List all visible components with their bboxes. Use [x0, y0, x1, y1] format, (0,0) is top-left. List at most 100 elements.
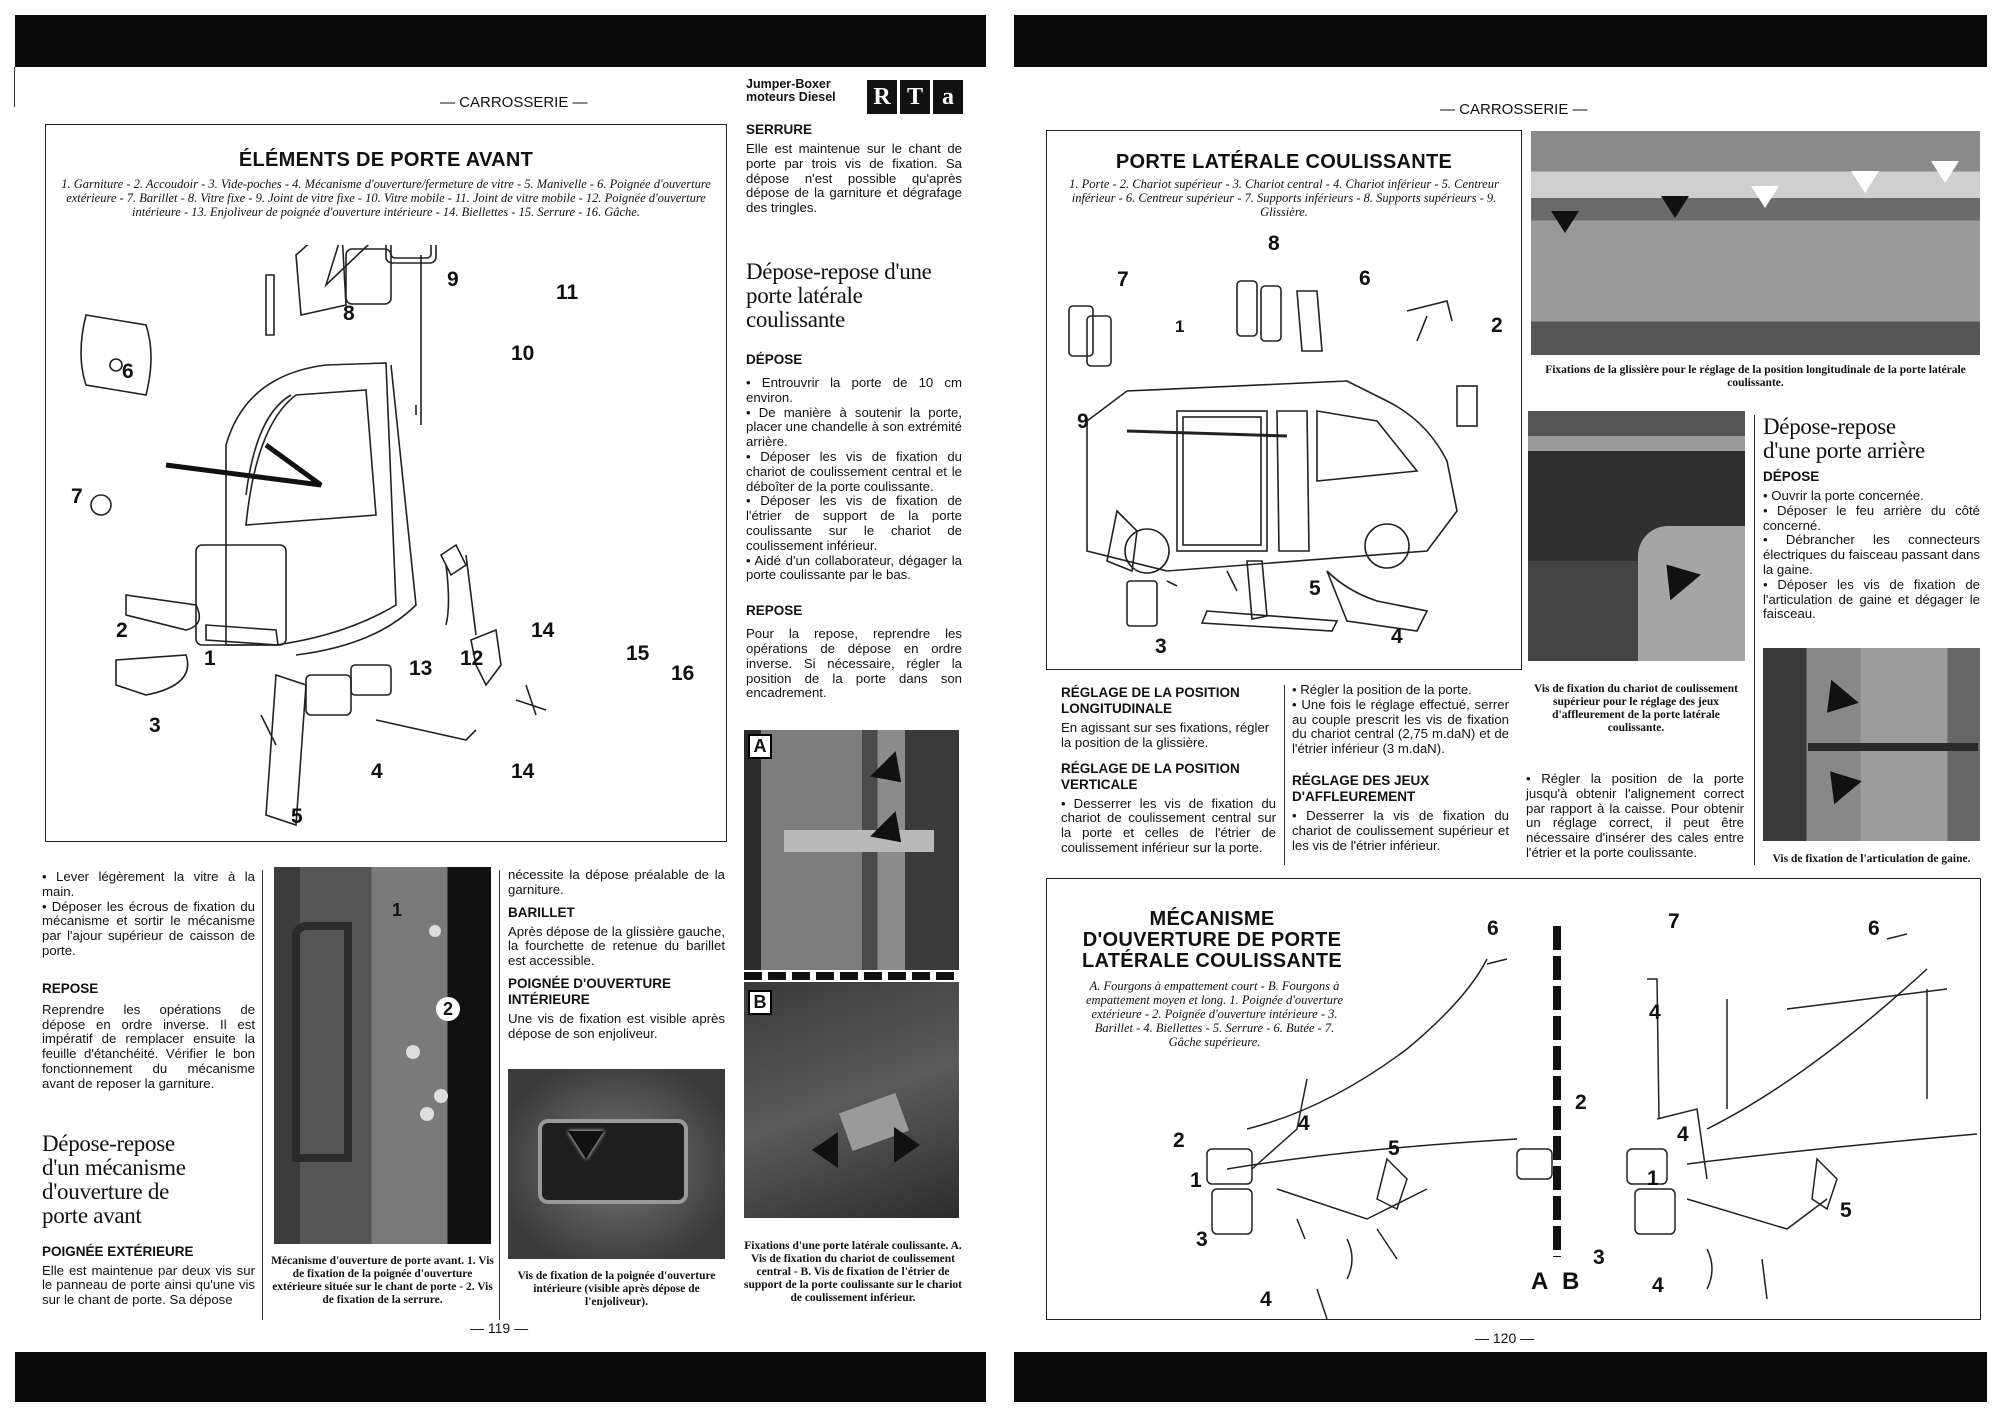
poignee-interieure-text: Une vis de fixation est visible après dé… [508, 1010, 725, 1041]
photo-chariot-caption: Vis de fixation du chariot de coulisseme… [1533, 683, 1739, 734]
callout-number: 5 [1840, 1199, 1852, 1222]
heading-depose: DÉPOSE [746, 351, 803, 367]
photo-rail-fixings [1531, 131, 1980, 355]
callout-number: 5 [1309, 577, 1321, 600]
callout-number: 14 [531, 619, 555, 642]
figure-title: MÉCANISME D'OUVERTURE DE PORTE LATÉRALE … [1081, 908, 1343, 972]
figure-sliding-door: PORTE LATÉRALE COULISSANTE 1. Porte - 2.… [1046, 130, 1522, 670]
callout-number: 4 [1677, 1123, 1689, 1146]
callout-number: 16 [671, 662, 695, 685]
figure-front-door-elements: ÉLÉMENTS DE PORTE AVANT 1. Garniture - 2… [45, 124, 727, 842]
callout-number: 7 [71, 485, 83, 508]
arrow-icon [1816, 759, 1862, 805]
callout-number: 6 [1359, 267, 1371, 290]
reglage-step: • Régler la position de la porte. [1292, 682, 1472, 697]
model-label: Jumper-Boxer moteurs Diesel [746, 78, 836, 104]
depose-step: • Déposer les vis de fixation du chariot… [746, 448, 962, 494]
depose-step: • Ouvrir la porte concernée. [1763, 488, 1924, 503]
logo-letter: T [900, 80, 930, 114]
depose-step: • Déposer le feu arrière du côté concern… [1763, 502, 1980, 533]
callout-number: 9 [447, 268, 459, 291]
arrow-icon [1931, 161, 1959, 183]
poignee-text: Elle est maintenue par deux vis sur le p… [42, 1262, 255, 1308]
photo-rail-caption: Fixations de la glissière pour le réglag… [1545, 364, 1966, 389]
depose-step: • Déposer les vis de fixation de l'artic… [1763, 576, 1980, 622]
callout-number: 3 [1196, 1228, 1208, 1251]
page-number: — 119 — [470, 1320, 529, 1336]
reglage-step: • Une fois le réglage effectué, serrer a… [1292, 696, 1509, 757]
section-header: — CARROSSERIE — [1440, 101, 1588, 118]
reglage-column-3: • Régler la position de la porte jusqu'à… [1526, 771, 1744, 861]
callout-number: 3 [1593, 1246, 1605, 1269]
continued-text: nécessite la dépose préalable de la garn… [508, 867, 725, 897]
heading-depose: DÉPOSE [1763, 469, 1820, 484]
figure-legend: 1. Garniture - 2. Accoudoir - 3. Vide-po… [61, 177, 711, 219]
top-black-band-right [1014, 15, 1987, 67]
heading-sliding-door: Dépose-repose d'une porte latérale couli… [746, 258, 932, 332]
bottom-black-band-right [1014, 1352, 1987, 1402]
callout-number: 4 [1391, 625, 1403, 648]
figure-title: ÉLÉMENTS DE PORTE AVANT [238, 149, 534, 171]
heading-repose: REPOSE [746, 603, 803, 619]
arrow-icon [894, 1127, 920, 1163]
callout-number: 11 [556, 281, 579, 304]
callout-number: 4 [1649, 1001, 1661, 1024]
callout-number: 2 [1491, 314, 1503, 337]
model-line-2: moteurs Diesel [746, 90, 836, 104]
depose-step: • Aidé d'un collaborateur, dégager la po… [746, 552, 962, 583]
photo-mechanism-caption: Mécanisme d'ouverture de porte avant. 1.… [271, 1255, 494, 1306]
figure-legend: 1. Porte - 2. Chariot supérieur - 3. Cha… [1069, 177, 1499, 219]
callout-number: 2 [436, 997, 460, 1021]
photo-gaine-caption: Vis de fixation de l'articulation de gai… [1772, 853, 1971, 865]
photo-handle-caption: Vis de fixation de la poignée d'ouvertur… [517, 1270, 716, 1308]
photo-sliding-door-fixings-b: B [744, 982, 959, 1218]
label-b: B [1562, 1268, 1580, 1295]
callout-number: 7 [1668, 910, 1680, 933]
top-black-band-left [15, 15, 986, 67]
heading-reglage-verticale: RÉGLAGE DE LA POSITION VERTICALE [1061, 760, 1240, 792]
photo-front-door-mechanism: 1 2 [274, 867, 491, 1244]
logo-letter: a [933, 80, 963, 114]
column-divider [262, 870, 263, 1320]
arrow-icon [1813, 679, 1859, 725]
reglage-verticale-text: • Desserrer les vis de fixation du chari… [1061, 795, 1276, 855]
photo-ab-caption: Fixations d'une porte latérale coulissan… [744, 1240, 962, 1304]
callout-number: 6 [122, 360, 134, 383]
callout-number: 1 [1175, 317, 1185, 336]
heading-poignee-interieure: POIGNÉE D'OUVERTURE INTÉRIEURE [508, 975, 671, 1007]
heading-front-door-mechanism: Dépose-repose d'un mécanisme d'ouverture… [42, 1130, 186, 1228]
arrow-icon [1661, 196, 1689, 218]
left-page-edge [14, 67, 15, 107]
callout-number: 4 [1298, 1112, 1310, 1135]
callout-number: 5 [1388, 1137, 1400, 1160]
page-number: — 120 — [1475, 1330, 1535, 1346]
callout-number: 12 [460, 647, 484, 670]
callout-number: 9 [1077, 410, 1089, 433]
callout-number: 2 [116, 619, 128, 642]
arrow-icon [812, 1132, 838, 1168]
column-divider [1754, 415, 1755, 865]
window-mechanism-section: • Lever légèrement la vitre à la main. •… [42, 869, 255, 1308]
heading-serrure: SERRURE [746, 122, 813, 137]
reglage-longitudinale-text: En agissant sur ses fixations, régler la… [1061, 720, 1270, 750]
callout-number: 14 [511, 760, 535, 783]
model-line-1: Jumper-Boxer [746, 77, 831, 91]
column-divider [499, 870, 500, 1320]
photo-gaine-articulation [1763, 648, 1980, 841]
mechanism-diagram [1206, 933, 1978, 1319]
reglage-column-2: • Régler la position de la porte. • Une … [1292, 682, 1509, 853]
arrow-icon [1851, 171, 1879, 193]
sliding-door-van-diagram [1068, 280, 1478, 632]
callout-number: 1 [204, 647, 216, 670]
column-3-section: nécessite la dépose préalable de la garn… [508, 867, 725, 1042]
a-b-divider [1553, 926, 1561, 1257]
heading-rear-door: Dépose-repose d'une porte arrière [1763, 414, 1925, 463]
callout-number: 3 [1155, 635, 1167, 658]
photo-sliding-door-fixings-a: A [744, 730, 959, 970]
callout-number: 8 [1268, 232, 1280, 255]
barillet-text: Après dépose de la glissière gauche, la … [508, 923, 725, 969]
reglage-final-text: • Régler la position de la porte jusqu'à… [1526, 771, 1744, 860]
figure-legend: A. Fourgons à empattement court - B. Fou… [1086, 979, 1343, 1049]
callout-number: 13 [409, 657, 433, 680]
serrure-section: SERRURE Elle est maintenue sur le chant … [746, 122, 962, 701]
